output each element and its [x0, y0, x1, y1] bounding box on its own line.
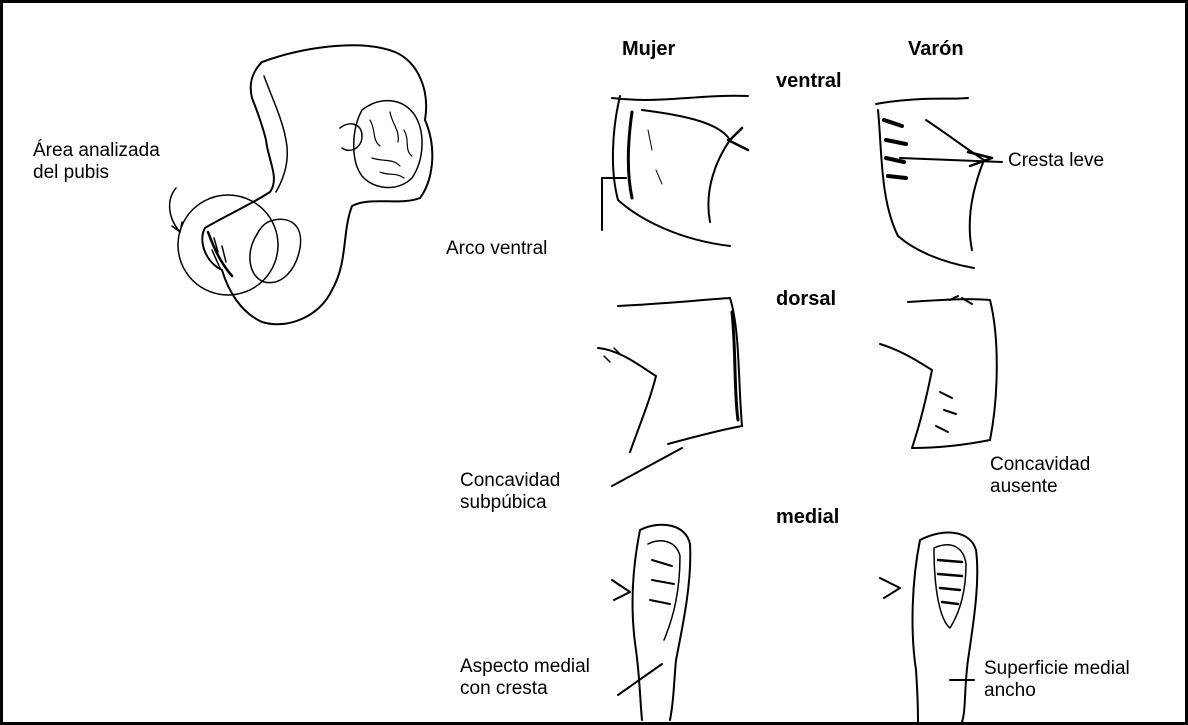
annotation-medial-surface: Superficie medial ancho: [984, 658, 1130, 702]
annotation-absent-concavity-line1: Concavidad: [990, 454, 1090, 476]
male-medial-pubis-drawing: [880, 533, 977, 722]
annotation-ventral-arc: Arco ventral: [446, 238, 547, 260]
annotation-absent-concavity-line2: ausente: [990, 476, 1090, 498]
annotation-medial-aspect: Aspecto medial con cresta: [460, 656, 590, 700]
female-dorsal-pubis-drawing: [598, 298, 742, 452]
annotation-subpubic-concavity: Concavidad subpúbica: [460, 470, 560, 514]
view-label-dorsal: dorsal: [776, 288, 836, 310]
annotation-medial-surface-line2: ancho: [984, 680, 1130, 702]
male-ventral-pubis-drawing: [876, 98, 992, 268]
annotation-medial-surface-line1: Superficie medial: [984, 658, 1130, 680]
overview-label-line2: del pubis: [33, 162, 160, 184]
subpubic-concavity-pointer: [612, 448, 682, 486]
annotation-slight-crest: Cresta leve: [1008, 150, 1104, 172]
annotation-medial-aspect-line1: Aspecto medial: [460, 656, 590, 678]
overview-label: Área analizada del pubis: [33, 140, 160, 184]
view-label-medial: medial: [776, 506, 839, 528]
annotation-absent-concavity: Concavidad ausente: [990, 454, 1090, 498]
column-header-male: Varón: [908, 38, 964, 60]
female-ventral-pubis-drawing: [612, 96, 748, 246]
hip-bone-illustration: [170, 45, 433, 324]
annotation-subpubic-concavity-line1: Concavidad: [460, 470, 560, 492]
male-dorsal-pubis-drawing: [880, 296, 997, 448]
column-header-female: Mujer: [622, 38, 675, 60]
annotation-subpubic-concavity-line2: subpúbica: [460, 492, 560, 514]
annotation-medial-aspect-line2: con cresta: [460, 678, 590, 700]
view-label-ventral: ventral: [776, 70, 842, 92]
overview-label-line1: Área analizada: [33, 140, 160, 162]
